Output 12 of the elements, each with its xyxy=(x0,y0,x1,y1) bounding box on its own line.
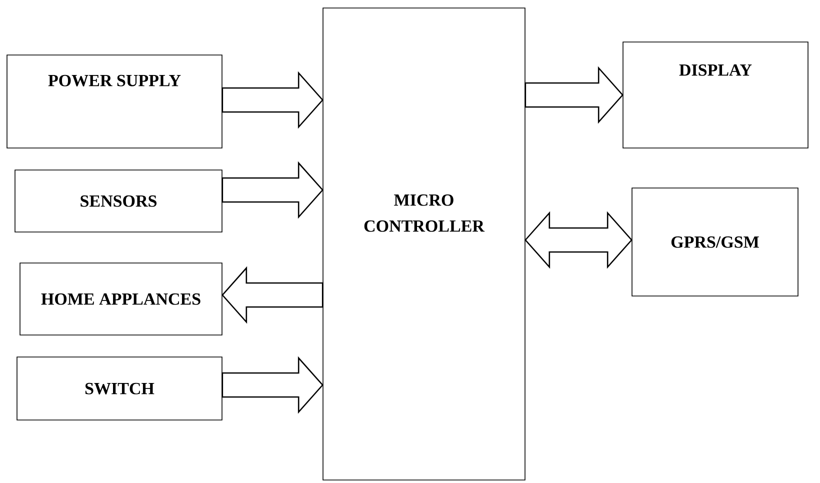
block-arrow xyxy=(524,66,624,124)
block-arrow xyxy=(222,161,324,219)
block-arrow xyxy=(524,211,632,269)
block-box: SENSORS xyxy=(14,170,222,232)
block-arrow xyxy=(222,356,324,414)
block-arrow xyxy=(222,71,324,129)
controller-box: MICRO CONTROLLER xyxy=(322,8,526,480)
block-box: HOME APPLANCES xyxy=(20,262,222,336)
block-box: DISPLAY xyxy=(622,42,808,148)
block-box: SWITCH xyxy=(16,356,222,420)
block-box: POWER SUPPLY xyxy=(6,54,222,148)
block-box: GPRS/GSM xyxy=(632,188,798,296)
